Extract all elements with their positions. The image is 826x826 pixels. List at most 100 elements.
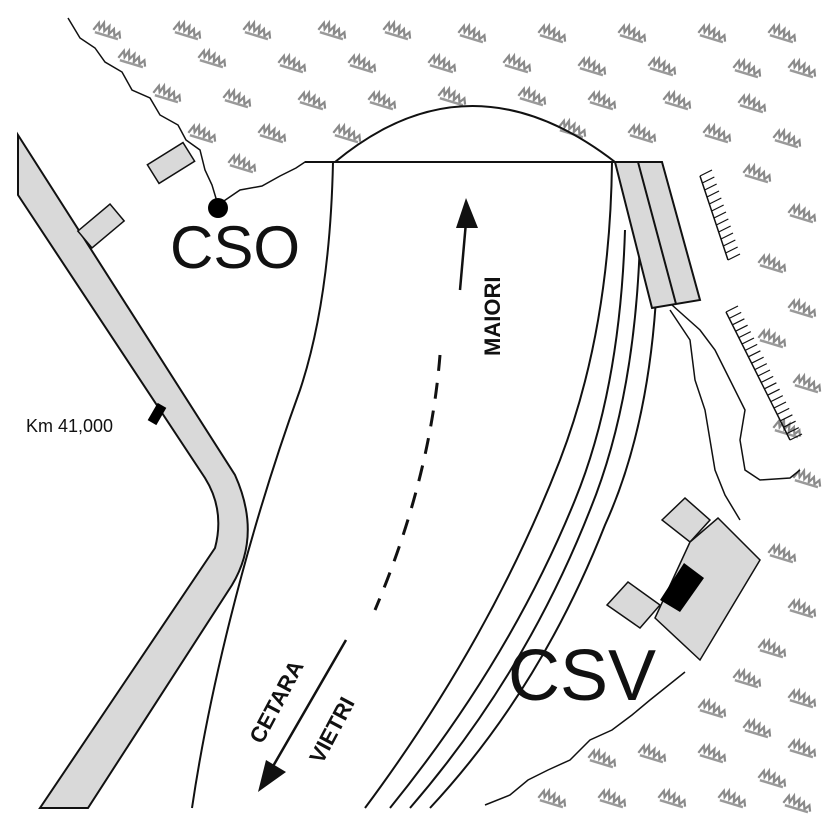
- rail-line: [389, 229, 626, 809]
- hatch-tick: [725, 246, 738, 254]
- grass-tuft-icon: [241, 19, 274, 41]
- grass-tuft-icon: [586, 747, 619, 769]
- grass-tuft-icon: [226, 152, 259, 174]
- hatch-tick: [773, 401, 787, 409]
- grass-tuft-icon: [381, 19, 414, 41]
- grass-tuft-icon: [781, 792, 814, 814]
- hatch-tick: [702, 176, 715, 184]
- hatch-tick: [706, 190, 720, 198]
- hatch-tick: [711, 204, 724, 212]
- coastline: [484, 671, 686, 806]
- grass-tuft-icon: [536, 22, 569, 44]
- grass-tuft-icon: [731, 57, 764, 79]
- road-edge-left: [191, 161, 334, 809]
- maiori-label: MAIORI: [480, 277, 505, 356]
- grass-tuft-icon: [646, 55, 679, 77]
- grass-tuft-icon: [186, 122, 219, 144]
- grass-tuft-icon: [756, 637, 789, 659]
- boundary-line: [217, 161, 335, 206]
- hatch-tick: [744, 343, 758, 351]
- direction-arrow-cetara: [258, 639, 348, 792]
- grass-tuft-icon: [171, 19, 204, 41]
- hatch-tick: [725, 305, 739, 313]
- viaduct-divider: [637, 161, 677, 305]
- rail-line: [409, 239, 641, 809]
- grass-tuft-icon: [636, 742, 669, 764]
- embankment-hatch: [699, 175, 791, 441]
- grass-tuft-icon: [786, 687, 819, 709]
- grass-tuft-icon: [756, 252, 789, 274]
- hatch-tick: [780, 414, 793, 422]
- rail-line: [429, 249, 659, 809]
- boundary-line: [67, 17, 219, 206]
- grass-tuft-icon: [741, 162, 774, 184]
- grass-tuft-icon: [346, 52, 379, 74]
- hatch-tick: [713, 211, 727, 219]
- grass-tuft-icon: [456, 22, 489, 44]
- hatch-tick: [699, 169, 713, 177]
- hatch-tick: [786, 427, 800, 435]
- grass-tuft-icon: [316, 19, 349, 41]
- hatch-tick: [716, 218, 729, 226]
- grass-tuft-icon: [766, 22, 799, 44]
- grass-tuft-icon: [516, 85, 549, 107]
- grass-tuft-icon: [696, 697, 729, 719]
- grass-tuft-icon: [616, 22, 649, 44]
- grass-tuft-icon: [656, 787, 689, 809]
- building: [146, 141, 196, 185]
- grass-tuft-icon: [586, 89, 619, 111]
- grass-tuft-icon: [756, 767, 789, 789]
- hatch-tick: [748, 350, 761, 358]
- grass-tuft-icon: [786, 297, 819, 319]
- grass-tuft-icon: [736, 92, 769, 114]
- grass-tuft-icon: [786, 597, 819, 619]
- grass-tuft-icon: [756, 327, 789, 349]
- hatch-tick: [764, 382, 777, 390]
- vegetation-area: [91, 19, 824, 814]
- grass-tuft-icon: [786, 57, 819, 79]
- hatch-tick: [723, 239, 736, 247]
- hatch-tick: [735, 324, 748, 332]
- grass-tuft-icon: [596, 787, 629, 809]
- grass-tuft-icon: [696, 742, 729, 764]
- hatch-tick: [738, 331, 752, 339]
- grass-tuft-icon: [151, 82, 184, 104]
- hatch-tick: [757, 369, 771, 377]
- grass-tuft-icon: [791, 372, 824, 394]
- hatch-tick: [718, 225, 731, 233]
- tunnel-arc: [334, 105, 616, 163]
- grass-tuft-icon: [196, 47, 229, 69]
- csv-label: CSV: [508, 636, 656, 716]
- hatch-tick: [783, 420, 796, 428]
- grass-tuft-icon: [661, 89, 694, 111]
- grass-tuft-icon: [536, 787, 569, 809]
- vietri-label: VIETRI: [304, 693, 359, 767]
- hatch-tick: [751, 356, 764, 364]
- cso-label: CSO: [170, 214, 300, 281]
- grass-tuft-icon: [696, 22, 729, 44]
- hatch-tick: [728, 311, 742, 319]
- grass-tuft-icon: [626, 122, 659, 144]
- grass-tuft-icon: [501, 52, 534, 74]
- cso-station-point[interactable]: [208, 198, 228, 218]
- hatch-tick: [776, 407, 790, 415]
- grass-tuft-icon: [331, 122, 364, 144]
- grass-tuft-icon: [426, 52, 459, 74]
- grass-tuft-icon: [91, 19, 124, 41]
- grass-tuft-icon: [741, 717, 774, 739]
- stream: [671, 304, 801, 481]
- hatch-tick: [720, 232, 734, 240]
- hatch-tick: [727, 253, 741, 261]
- hatch-tick: [789, 433, 803, 441]
- hatch-tick: [760, 375, 774, 383]
- csv-building[interactable]: [605, 496, 761, 662]
- hatch-tick: [732, 318, 745, 326]
- grass-tuft-icon: [436, 85, 469, 107]
- hatch-tick: [709, 197, 722, 205]
- building: [76, 203, 126, 249]
- grass-tuft-icon: [716, 787, 749, 809]
- grass-tuft-icon: [116, 47, 149, 69]
- dashed-route: [373, 354, 442, 611]
- grass-tuft-icon: [576, 55, 609, 77]
